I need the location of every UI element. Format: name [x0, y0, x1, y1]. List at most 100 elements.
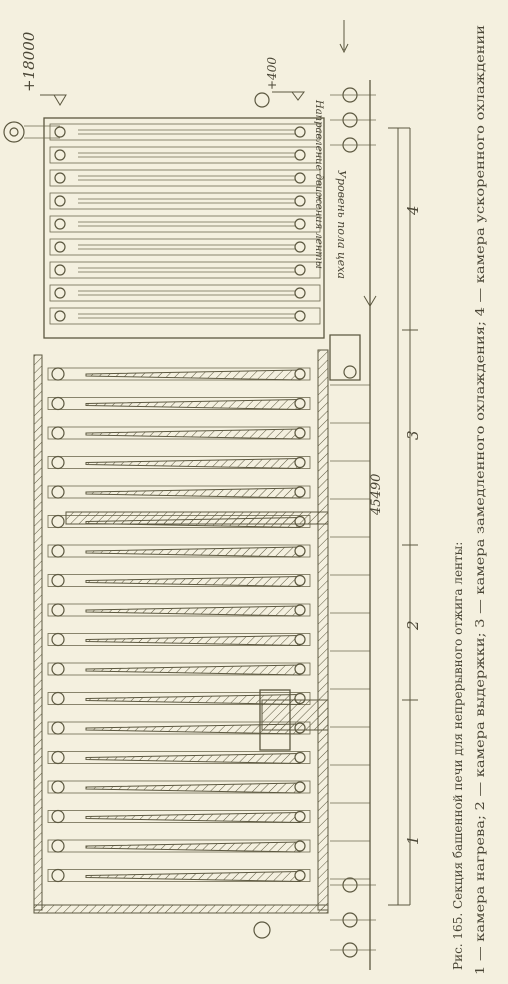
strip-pass	[47, 751, 311, 764]
upper-roll	[51, 514, 65, 529]
cooling-row	[49, 284, 321, 302]
cooling-chamber-rows	[49, 123, 321, 325]
strip-pass	[47, 662, 311, 676]
upper-roll	[51, 809, 65, 824]
radiant-tube	[85, 428, 301, 440]
cooling-lower-roll	[294, 241, 306, 253]
top-deflector-hub	[9, 127, 19, 137]
strip-pass	[47, 485, 311, 499]
upper-roll	[51, 632, 65, 647]
strip-pass	[47, 869, 311, 882]
entry-roll	[253, 921, 271, 939]
lower-roll	[294, 633, 306, 646]
upper-roll	[51, 426, 65, 440]
lower-roll	[294, 840, 306, 852]
lower-roll	[294, 781, 306, 793]
strip-pass	[47, 397, 311, 410]
cooling-lower-roll	[294, 264, 306, 276]
cooling-upper-roll	[54, 287, 66, 299]
strip-passes	[47, 367, 311, 883]
cooling-lower-roll	[294, 310, 306, 322]
cooling-row	[49, 215, 321, 233]
cooling-upper-roll	[54, 172, 66, 184]
radiant-tube	[85, 369, 301, 381]
cooling-upper-roll	[54, 218, 66, 230]
elevation-marker-top	[53, 94, 67, 106]
cooling-row	[49, 307, 321, 325]
upper-roll	[51, 455, 65, 470]
radiant-tube	[85, 811, 301, 824]
furnace-end-wall	[33, 904, 329, 914]
strip-pass	[47, 839, 311, 853]
elevation-top-label: +18000	[20, 31, 38, 92]
lower-roll	[294, 397, 306, 410]
radiant-tube	[85, 870, 301, 883]
lower-roll	[294, 574, 306, 587]
radiant-tube	[85, 398, 301, 411]
upper-roll	[51, 691, 65, 706]
lower-roll	[294, 456, 306, 469]
partition-wall-2	[261, 699, 329, 731]
transfer-channel	[329, 334, 361, 381]
lower-roll	[294, 751, 306, 764]
lower-roll	[294, 869, 306, 882]
strip-pass	[47, 544, 311, 558]
cooling-row	[49, 238, 321, 256]
zone-label-1: 1	[404, 835, 422, 845]
cooling-row	[49, 169, 321, 187]
upper-roll	[51, 780, 65, 794]
strip-pass	[47, 633, 311, 646]
cooling-lower-roll	[294, 287, 306, 299]
cooling-row	[49, 146, 321, 164]
cooling-chamber-outline	[43, 117, 325, 339]
elevation-small-label: +400	[265, 57, 279, 90]
radiant-tube	[85, 723, 301, 735]
direction-label: Направление движения ленты	[313, 99, 324, 269]
exit-roll	[254, 92, 270, 108]
zone-label-3: 3	[404, 430, 422, 440]
radiant-tube	[85, 487, 301, 499]
cooling-upper-roll	[54, 310, 66, 322]
zone-label-2: 2	[404, 620, 422, 631]
radiant-tube	[85, 841, 301, 853]
cooling-row	[49, 123, 321, 141]
radiant-tube	[85, 575, 301, 588]
lower-roll	[294, 427, 306, 439]
upper-roll	[51, 662, 65, 676]
radiant-tube	[85, 664, 301, 676]
cooling-upper-roll	[54, 195, 66, 207]
cooling-lower-roll	[294, 126, 306, 138]
upper-roll	[51, 839, 65, 853]
lower-roll	[294, 663, 306, 675]
upper-roll	[51, 485, 65, 499]
upper-roll	[51, 750, 65, 765]
elevation-marker-small	[291, 91, 305, 101]
cooling-row	[49, 192, 321, 210]
upper-roll	[51, 573, 65, 588]
lower-roll	[294, 604, 306, 616]
radiant-tube	[85, 782, 301, 794]
cooling-upper-roll	[54, 126, 66, 138]
radiant-tube	[85, 546, 301, 558]
cooling-upper-roll	[54, 149, 66, 161]
radiant-tube	[85, 457, 301, 470]
strip-pass	[47, 456, 311, 469]
strip-pass	[47, 574, 311, 587]
ground-supports	[253, 87, 376, 958]
strip-pass	[47, 603, 311, 617]
overall-dimension-label: 45490	[369, 474, 384, 516]
furnace-roof-wall	[33, 354, 43, 911]
upper-roll	[51, 367, 65, 381]
upper-roll	[51, 603, 65, 617]
strip-pass	[47, 367, 311, 381]
radiant-tube	[85, 605, 301, 617]
transfer-roll	[343, 365, 357, 379]
radiant-tube	[85, 752, 301, 765]
direction-arrow-head	[339, 43, 349, 54]
furnace-bottom-wall	[317, 349, 329, 911]
partition-wall-3	[65, 511, 329, 525]
cooling-lower-roll	[294, 172, 306, 184]
radiant-tube	[85, 634, 301, 647]
